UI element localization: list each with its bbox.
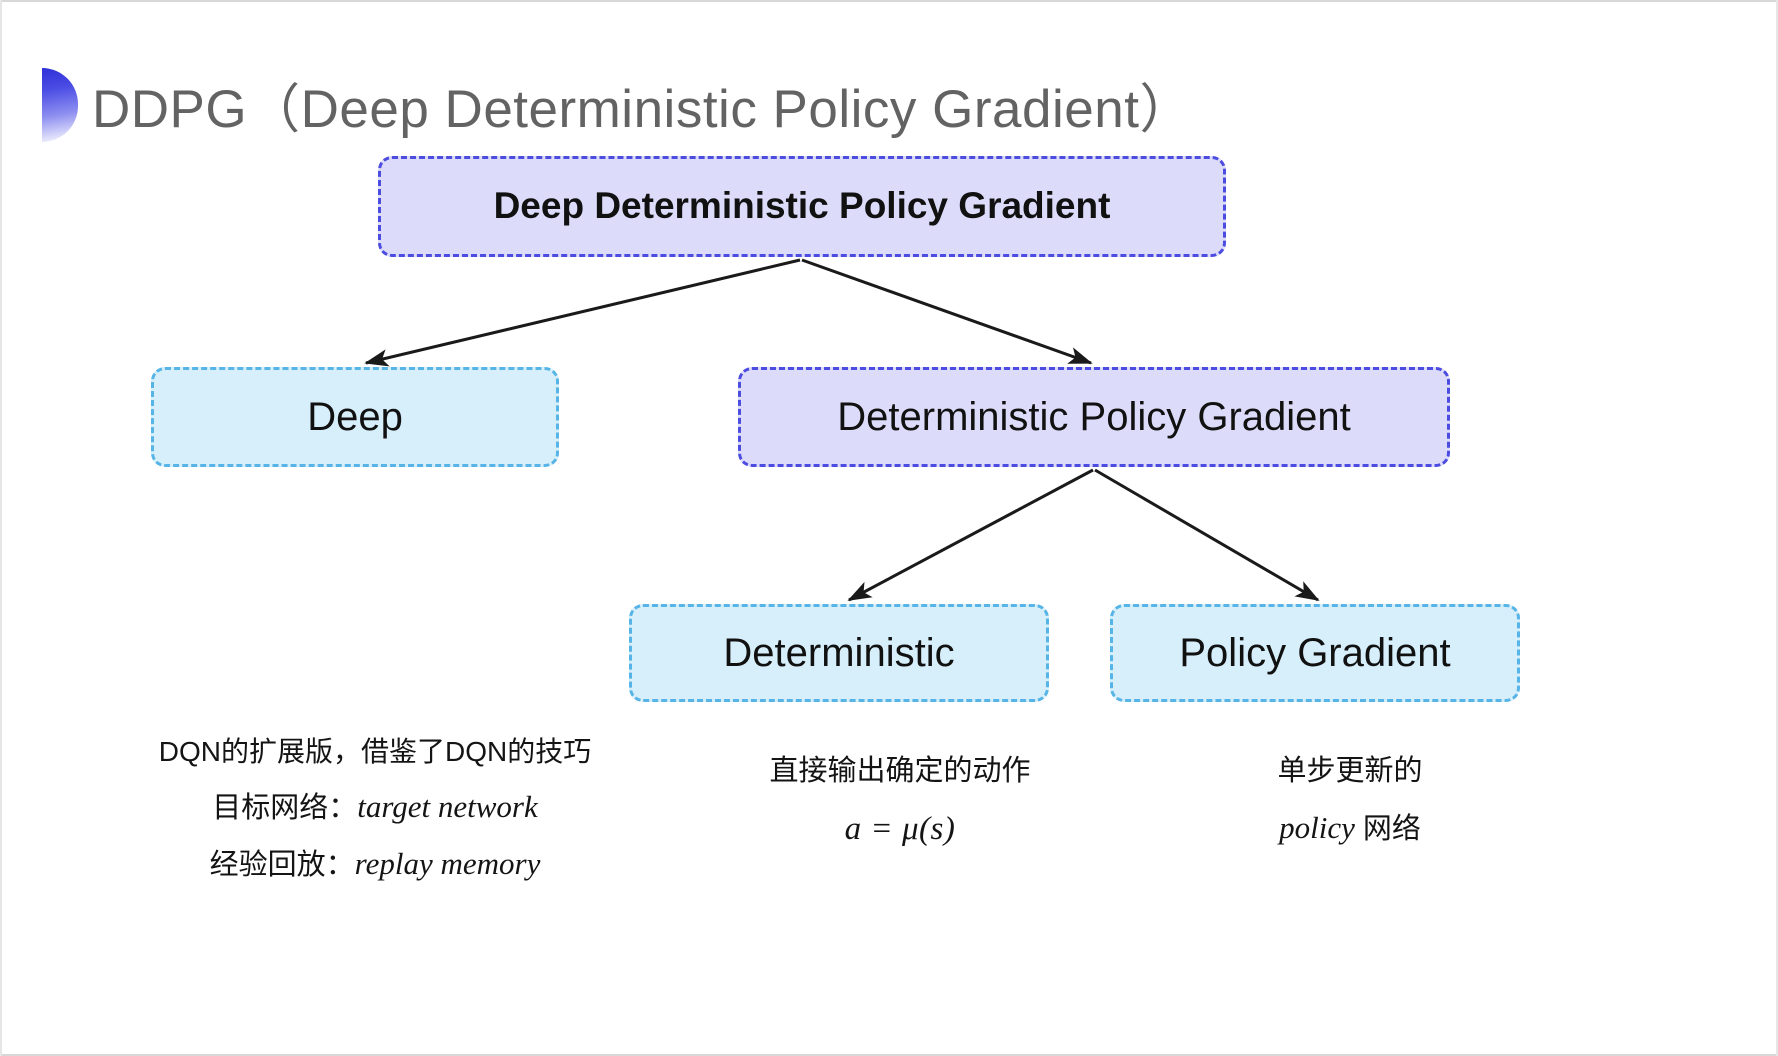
node-policy-gradient[interactable]: Policy Gradient [1110,604,1520,702]
slide-title-row: DDPG（Deep Deterministic Policy Gradient） [42,62,1193,148]
node-label: Policy Gradient [1179,631,1451,675]
slide-border-top [0,0,1778,2]
caption-label: 经验回放： [209,849,355,882]
caption-term: policy [1279,809,1355,845]
node-label: Deterministic [723,631,955,675]
node-label: Deep [307,395,403,439]
caption-line: 目标网络：target network [110,778,640,836]
caption-line: 经验回放：replay memory [110,835,640,893]
caption-policy-gradient: 单步更新的 policy 网络 [1140,745,1560,856]
edge-root-to-dpg [801,258,1093,365]
caption-suffix: 网络 [1354,812,1421,845]
node-deep-deterministic-policy-gradient[interactable]: Deep Deterministic Policy Gradient [378,156,1226,257]
node-deterministic[interactable]: Deterministic [629,604,1049,702]
caption-line: policy 网络 [1140,799,1560,857]
node-deep[interactable]: Deep [151,367,559,467]
page-title: DDPG（Deep Deterministic Policy Gradient） [92,80,1193,139]
caption-line: 直接输出确定的动作 [769,755,1031,787]
caption-formula: a = μ(s) [844,810,956,847]
node-label: Deep Deterministic Policy Gradient [493,185,1111,227]
edge-dpg-to-policy-gradient [1094,468,1320,602]
title-accent-bullet-icon [42,68,78,142]
caption-label: 目标网络： [212,791,358,824]
slide-border-left [0,0,2,1056]
slide-border-bottom [0,1054,1778,1056]
caption-term: target network [357,788,538,824]
caption-term: replay memory [354,846,541,882]
caption-line: 单步更新的 [1277,755,1423,787]
edge-root-to-deep [364,258,801,367]
edge-dpg-to-deterministic [847,468,1094,602]
node-label: Deterministic Policy Gradient [837,395,1351,439]
node-deterministic-policy-gradient[interactable]: Deterministic Policy Gradient [738,367,1450,467]
caption-line: DQN的扩展版，借鉴了DQN的技巧 [158,736,592,767]
caption-deterministic: 直接输出确定的动作 a = μ(s) [690,745,1110,860]
caption-deep: DQN的扩展版，借鉴了DQN的技巧 目标网络：target network 经验… [110,726,640,893]
slide-border-right [1776,0,1778,1056]
